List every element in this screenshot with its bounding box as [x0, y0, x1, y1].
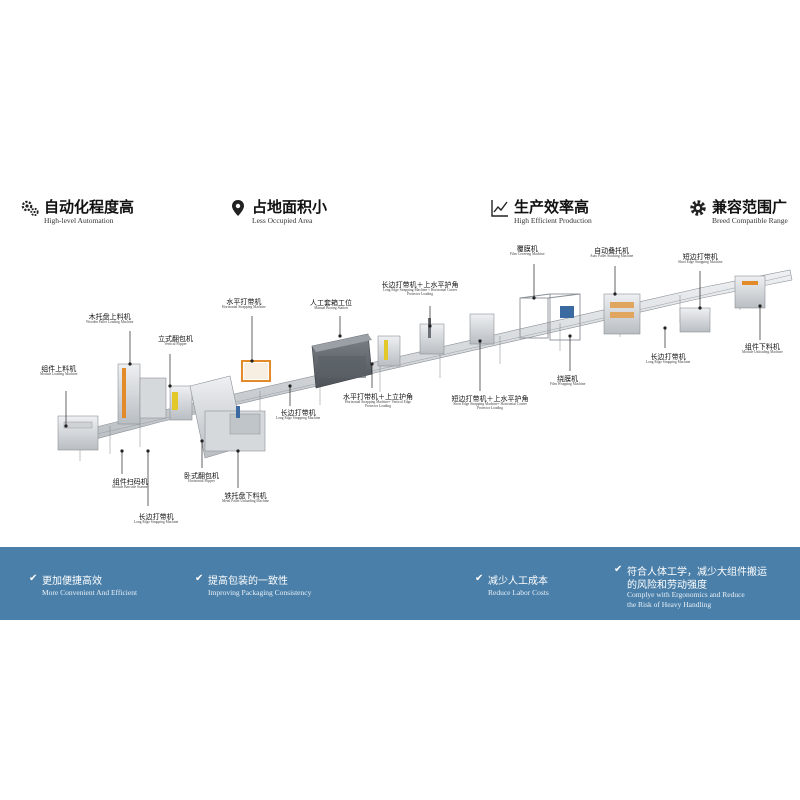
leader-dot-1: [128, 362, 132, 366]
leader-dot-7: [250, 359, 254, 363]
leader-dot-16: [698, 306, 702, 310]
leader-dot-9: [338, 334, 342, 338]
benefits-band: ✔ 更加便捷高效 More Convenient And Efficient ✔…: [0, 547, 800, 620]
pallet-stacker: [603, 293, 641, 335]
leader-dot-5: [200, 439, 204, 443]
location-pin-icon: [228, 198, 248, 218]
leader-dot-15: [613, 292, 617, 296]
leader-dot-8: [288, 384, 292, 388]
middle-strapping-machines: [377, 313, 495, 367]
film-machines: [519, 293, 581, 341]
callout-leaders: [64, 264, 762, 506]
leader-dot-14: [568, 334, 572, 338]
leader-dot-6: [236, 449, 240, 453]
horizontal-strapping-gantry: [241, 360, 271, 382]
production-line-illustration: [57, 264, 793, 506]
feature-title: 兼容范围广: [712, 198, 788, 216]
loading-area: [57, 363, 193, 451]
check-icon: ✔: [195, 573, 204, 584]
feature-row: 自动化程度高 High-level Automation 占地面积小 Less …: [0, 196, 800, 236]
feature-title: 自动化程度高: [44, 198, 135, 216]
leader-dot-0: [64, 424, 68, 428]
check-icon: ✔: [614, 564, 623, 575]
feature-subtitle: High Efficient Production: [514, 216, 592, 225]
feature-subtitle: Breed Compatible Range: [712, 216, 788, 225]
right-end-machines: [679, 275, 766, 333]
leader-dot-11: [428, 324, 432, 328]
feature-title: 占地面积小: [252, 198, 328, 216]
check-icon: ✔: [29, 573, 38, 584]
feature-subtitle: Less Occupied Area: [252, 216, 313, 225]
gears-icon: [20, 198, 40, 218]
leader-dot-4: [146, 449, 150, 453]
feature-title: 生产效率高: [514, 198, 590, 216]
line-chart-icon: [490, 198, 510, 218]
check-icon: ✔: [475, 573, 484, 584]
feature-subtitle: High-level Automation: [44, 216, 114, 225]
leader-dot-18: [758, 304, 762, 308]
leader-dot-12: [478, 339, 482, 343]
gear-icon: [688, 198, 708, 218]
manual-boxing-station: [311, 333, 373, 389]
leader-dot-10: [370, 362, 374, 366]
leader-dot-2: [168, 384, 172, 388]
flipper-area: [189, 375, 266, 459]
leader-dot-3: [120, 449, 124, 453]
leader-dot-17: [663, 326, 667, 330]
leader-dot-13: [532, 296, 536, 300]
